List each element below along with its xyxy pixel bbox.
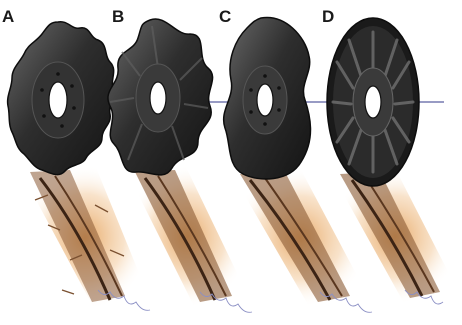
hub-hole: [150, 82, 166, 114]
panel-label-b: B: [112, 7, 124, 26]
blade-c: [224, 18, 311, 179]
blade-b: [108, 19, 213, 175]
soil-furrows: [20, 165, 460, 312]
hub-hole: [257, 84, 273, 116]
blade-d: [327, 18, 419, 186]
furrow-a: [20, 165, 150, 310]
root-scribbles: [98, 290, 443, 312]
blade-a: [8, 22, 114, 175]
panel-label-a: A: [2, 7, 14, 26]
panel-label-c: C: [219, 7, 231, 26]
panel-label-d: D: [322, 7, 334, 26]
hub-hole: [49, 82, 67, 118]
hub-hole: [365, 86, 381, 118]
